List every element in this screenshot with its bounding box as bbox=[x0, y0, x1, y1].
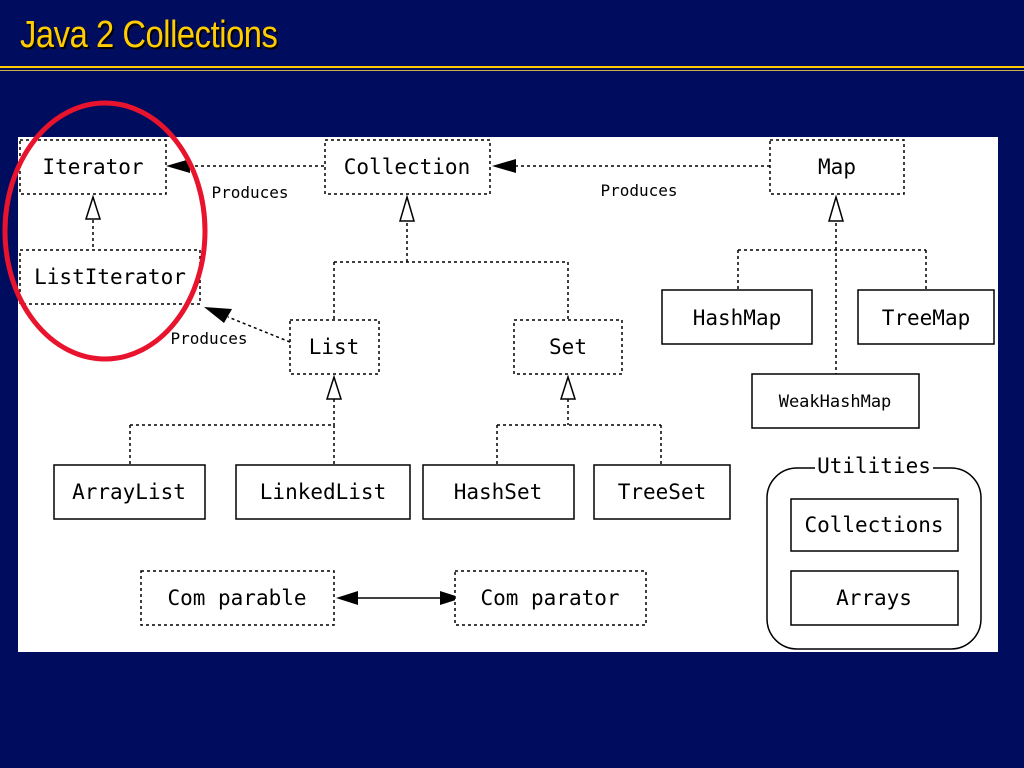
utilities-label-bg bbox=[815, 459, 933, 477]
hash-set-label: HashSet bbox=[454, 480, 543, 504]
map-label: Map bbox=[818, 155, 856, 179]
collection-box bbox=[324, 139, 491, 195]
list-inherit-arrow bbox=[325, 374, 343, 400]
list-iterator-label: ListIterator bbox=[34, 265, 186, 289]
array-list-label: ArrayList bbox=[72, 480, 186, 504]
tree-set-box bbox=[593, 464, 731, 520]
produces-label-list-iterator: Produces bbox=[170, 329, 247, 348]
array-list-box bbox=[53, 464, 206, 520]
linked-list-box bbox=[235, 464, 411, 520]
comparable-box bbox=[140, 570, 335, 626]
collections-label: Collections bbox=[804, 513, 943, 537]
produces-iterator-arrow bbox=[166, 159, 190, 173]
comparator-box bbox=[454, 570, 647, 626]
linked-list-label: LinkedList bbox=[260, 480, 386, 504]
collection-label: Collection bbox=[344, 155, 470, 179]
map-box bbox=[769, 139, 905, 195]
produces-label-collection: Produces bbox=[600, 181, 677, 200]
tree-map-box bbox=[857, 289, 995, 345]
comparable-comparator-link bbox=[336, 591, 462, 605]
hash-map-label: HashMap bbox=[693, 306, 782, 330]
produces-list-iterator-arrow bbox=[204, 307, 232, 323]
connector-lines bbox=[92, 165, 927, 465]
collections-box bbox=[790, 498, 959, 552]
set-box bbox=[513, 319, 623, 375]
collections-diagram: Iterator ListIterator Collection Map Lis… bbox=[18, 137, 998, 652]
comparable-label: Com parable bbox=[167, 586, 306, 610]
list-label: List bbox=[309, 335, 360, 359]
comparator-label: Com parator bbox=[480, 586, 619, 610]
collection-inherit-arrow bbox=[399, 194, 415, 222]
weak-hash-map-box bbox=[751, 373, 920, 429]
iterator-label: Iterator bbox=[42, 155, 143, 179]
arrays-label: Arrays bbox=[836, 586, 912, 610]
tree-set-label: TreeSet bbox=[618, 480, 707, 504]
iterator-inherit-arrow bbox=[84, 194, 102, 220]
arrays-box bbox=[790, 570, 959, 626]
produces-collection-arrow bbox=[492, 159, 516, 173]
tree-map-label: TreeMap bbox=[882, 306, 971, 330]
slide-title: Java 2 Collections bbox=[20, 14, 278, 56]
set-inherit-arrow bbox=[559, 374, 577, 400]
title-underline-thin bbox=[0, 70, 1024, 71]
hash-map-box bbox=[661, 289, 813, 345]
list-box bbox=[289, 319, 380, 375]
map-inherit-arrow bbox=[828, 194, 844, 222]
hash-set-box bbox=[422, 464, 575, 520]
utilities-label: Utilities bbox=[817, 454, 931, 478]
weak-hash-map-label: WeakHashMap bbox=[779, 392, 892, 412]
diagram-canvas: Iterator ListIterator Collection Map Lis… bbox=[19, 139, 995, 650]
set-label: Set bbox=[549, 335, 587, 359]
produces-label-iterator: Produces bbox=[211, 183, 288, 202]
title-underline bbox=[0, 66, 1024, 68]
